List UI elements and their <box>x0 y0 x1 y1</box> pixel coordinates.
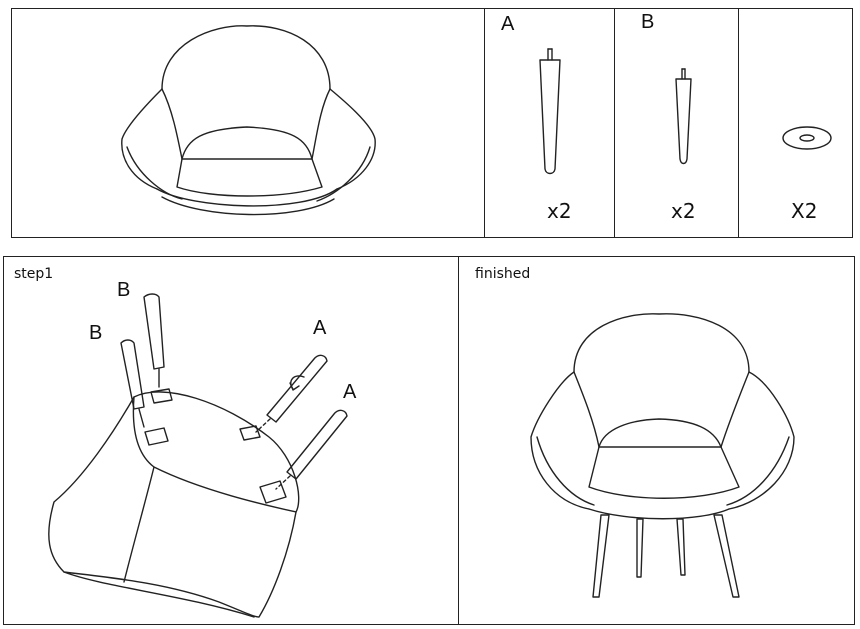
finished-chair-drawing <box>530 313 795 598</box>
glide-washer-icon <box>782 126 832 150</box>
step1-drawing <box>48 293 348 618</box>
leg-a-icon <box>539 48 561 175</box>
chair-body-drawing <box>121 25 376 216</box>
plate-a2 <box>259 480 287 504</box>
part-a-cell: A x2 <box>484 9 614 237</box>
step1-leg-label-a-top: A <box>313 317 327 339</box>
leg-b-icon <box>675 68 692 165</box>
part-a-label: A <box>501 13 515 35</box>
part-a-qty: x2 <box>547 199 572 223</box>
assembly-panel: step1 B B A A <box>3 256 855 625</box>
plate-b1 <box>150 388 173 404</box>
chair-body-cell <box>12 9 484 237</box>
plate-a1 <box>239 425 261 441</box>
finished-cell: finished <box>458 257 854 624</box>
step1-leg-label-b-left: B <box>89 322 103 344</box>
step1-caption: step1 <box>14 266 54 282</box>
plate-b2 <box>144 427 169 446</box>
part-b-cell: B x2 <box>614 9 738 237</box>
part-b-label: B <box>641 11 655 33</box>
parts-panel: A x2 B x2 X2 <box>11 8 853 238</box>
step1-cell: step1 B B A A <box>4 257 458 624</box>
part-b-qty: x2 <box>671 199 696 223</box>
step1-leg-label-a-right: A <box>343 381 357 403</box>
part-c-qty: X2 <box>791 199 818 223</box>
step1-leg-label-b-top: B <box>117 279 131 301</box>
finished-caption: finished <box>475 266 531 282</box>
part-c-cell: X2 <box>738 9 852 237</box>
